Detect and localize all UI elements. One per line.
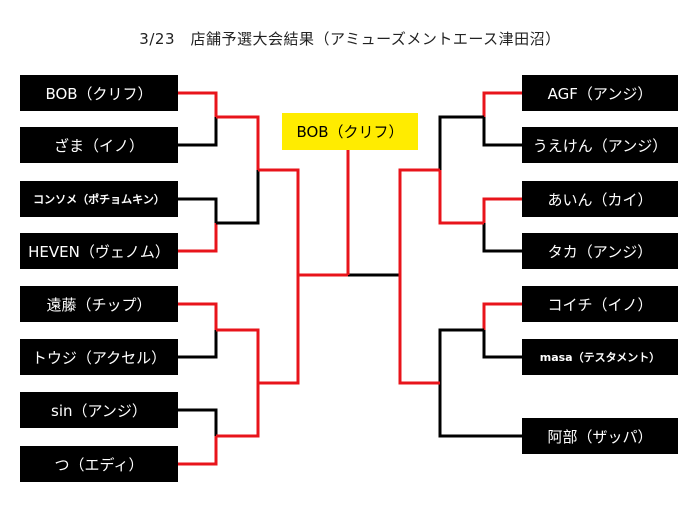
bracket-line bbox=[178, 117, 218, 147]
bracket-line bbox=[438, 328, 484, 383]
bracket-line bbox=[482, 223, 522, 253]
player-box: つ（エディ） bbox=[20, 446, 178, 482]
bracket-line bbox=[216, 383, 260, 438]
bracket-line bbox=[438, 383, 522, 438]
bracket-line bbox=[482, 117, 522, 147]
bracket-line bbox=[438, 115, 484, 170]
bracket-line bbox=[178, 330, 218, 359]
bracket-line bbox=[482, 302, 522, 330]
player-box: コイチ（イノ） bbox=[522, 286, 678, 322]
player-box: トウジ（アクセル） bbox=[20, 339, 178, 375]
bracket-line bbox=[216, 115, 260, 170]
bracket-line bbox=[398, 275, 440, 385]
bracket-line bbox=[178, 436, 218, 466]
player-box: AGF（アンジ） bbox=[522, 75, 678, 111]
bracket-line bbox=[178, 197, 218, 223]
bracket-line bbox=[398, 168, 440, 275]
player-box: masa（テスタメント） bbox=[522, 339, 678, 375]
player-box: sin（アンジ） bbox=[20, 392, 178, 428]
player-box: コンソメ（ポチョムキン） bbox=[20, 181, 178, 217]
bracket-line bbox=[178, 91, 218, 117]
player-box: タカ（アンジ） bbox=[522, 233, 678, 269]
bracket-line bbox=[178, 223, 218, 253]
bracket-line bbox=[482, 197, 522, 223]
winner-box: BOB（クリフ） bbox=[282, 113, 418, 150]
player-box: 遠藤（チップ） bbox=[20, 286, 178, 322]
player-box: BOB（クリフ） bbox=[20, 75, 178, 111]
bracket-line bbox=[216, 328, 260, 383]
player-box: あいん（カイ） bbox=[522, 181, 678, 217]
player-box: うえけん（アンジ） bbox=[522, 127, 678, 163]
bracket-line bbox=[216, 170, 260, 225]
bracket-line bbox=[258, 275, 300, 385]
bracket-line bbox=[178, 302, 218, 330]
bracket-line bbox=[482, 330, 522, 359]
bracket-line bbox=[258, 168, 300, 275]
bracket-line bbox=[178, 408, 218, 436]
bracket-line bbox=[482, 91, 522, 117]
page-title: 3/23 店舗予選大会結果（アミューズメントエース津田沼） bbox=[139, 30, 561, 48]
player-box: ざま（イノ） bbox=[20, 127, 178, 163]
bracket-line bbox=[438, 170, 484, 225]
player-box: 阿部（ザッパ） bbox=[522, 418, 678, 454]
player-box: HEVEN（ヴェノム） bbox=[20, 233, 178, 269]
